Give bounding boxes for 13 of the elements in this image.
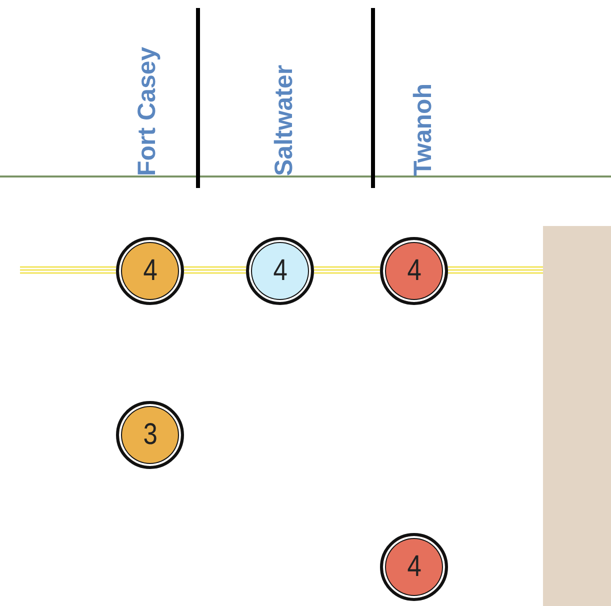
number-label: 3 — [142, 418, 158, 452]
side-band — [543, 226, 611, 606]
connector-line — [447, 266, 544, 274]
connector-line — [313, 266, 381, 274]
number-label: 4 — [406, 550, 422, 584]
number-label: 4 — [272, 254, 288, 288]
number-label: 4 — [142, 254, 158, 288]
number-label: 4 — [406, 254, 422, 288]
column-heading: Twanoh — [409, 83, 438, 176]
connector-line — [19, 266, 117, 274]
connector-line — [183, 266, 247, 274]
column-heading: Saltwater — [270, 64, 299, 176]
column-heading: Fort Casey — [133, 46, 162, 176]
